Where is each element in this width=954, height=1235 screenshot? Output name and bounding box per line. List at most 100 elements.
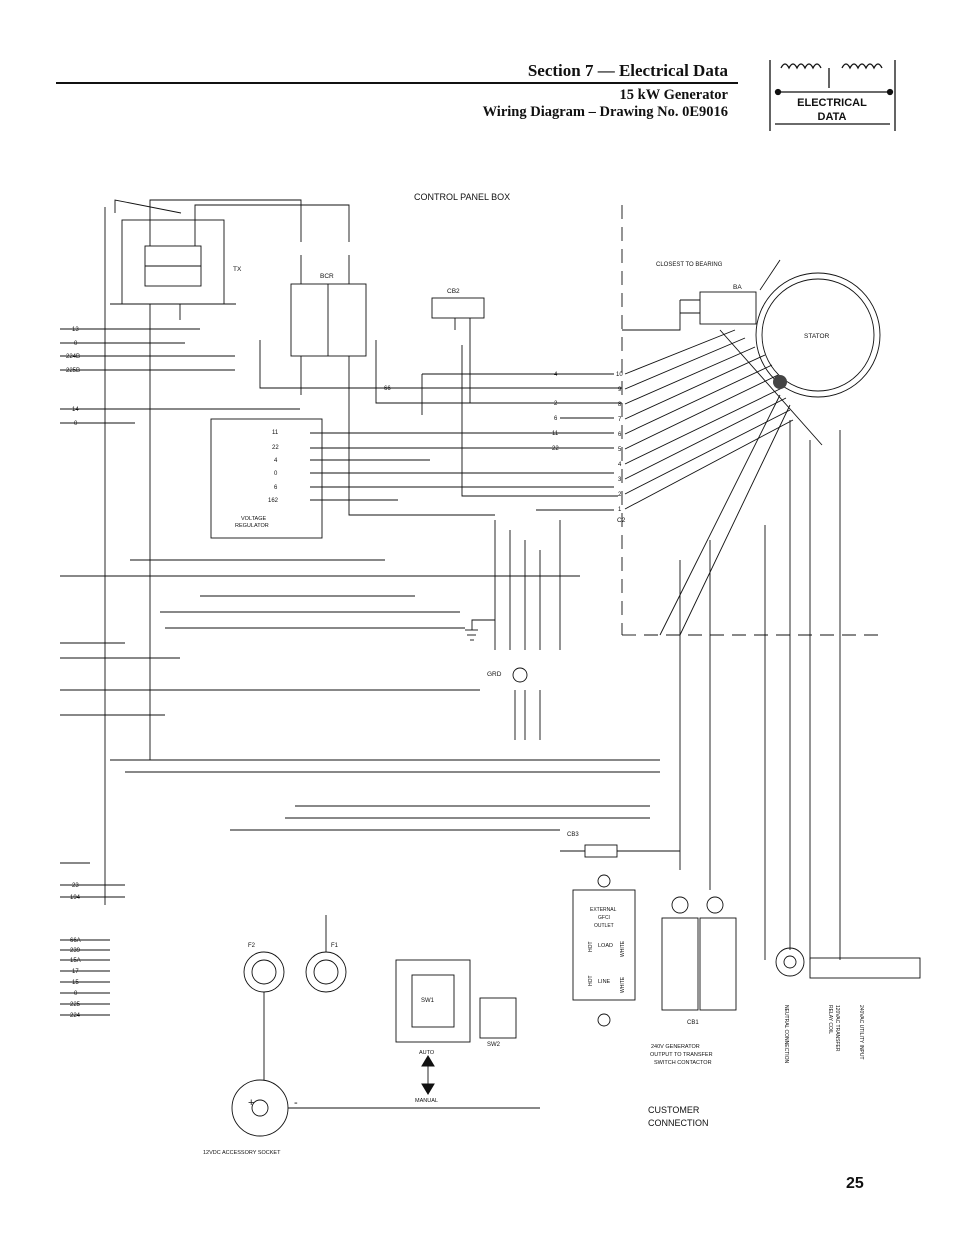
c2-pin-6: 6: [618, 432, 622, 438]
manual-label: MANUAL: [415, 1098, 438, 1104]
cb3-breaker: [584, 844, 618, 858]
customer-connection-1: CUSTOMER: [648, 1105, 700, 1115]
cb3-label: CB3: [567, 832, 579, 838]
left-wire-0c: 0: [74, 991, 78, 997]
gen-output-label-2: OUTPUT TO TRANSFER: [650, 1052, 713, 1058]
utility-input-label: 240VAC UTILITY INPUT: [858, 1005, 864, 1060]
cb1-breaker-right: [699, 917, 737, 1011]
header-rule: [56, 82, 738, 84]
left-wire-23: 23: [72, 883, 79, 889]
c2-wire-11: 11: [552, 431, 559, 437]
c2-pin-9: 9: [618, 387, 622, 393]
left-wire-66a: 66A: [70, 938, 81, 944]
stator-lead-bundle: [773, 375, 787, 389]
voltage-regulator: [210, 418, 323, 539]
c2-pin-3: 3: [618, 477, 622, 483]
left-wire-239: 239: [70, 948, 81, 954]
vr-label-1: VOLTAGE: [241, 516, 266, 522]
sw2-switch: [479, 997, 517, 1039]
cb2-breaker: [431, 297, 485, 319]
relay-coil-label-1: 120VAC TRANSFER: [834, 1005, 840, 1052]
subtitle-line-2: Wiring Diagram – Drawing No. 0E9016: [482, 104, 728, 120]
auto-label: AUTO: [419, 1050, 435, 1056]
accessory-socket-label: 12VDC ACCESSORY SOCKET: [203, 1150, 281, 1156]
gfci-hot-label-2: HOT: [588, 975, 594, 986]
left-wire-225: 225: [70, 1002, 81, 1008]
minus-sign: -: [294, 1097, 298, 1109]
c2-pin-1: 1: [618, 507, 622, 513]
bcr-relay: [290, 283, 367, 357]
c2-pin-5: 5: [618, 447, 622, 453]
sw1-switch: [395, 959, 471, 1043]
fuse-f1: [305, 951, 347, 993]
vr-pin-4: 0: [274, 471, 278, 477]
badge-line-1: ELECTRICAL: [797, 97, 867, 109]
ba-label: BA: [733, 284, 742, 291]
left-wire-15: 15: [72, 980, 79, 986]
c2-wire-66: 66: [384, 386, 391, 392]
left-wire-15a: 15A: [70, 958, 81, 964]
gfci-line-label: LINE: [598, 979, 611, 985]
vr-label-2: REGULATOR: [235, 523, 269, 529]
bcr-label: BCR: [320, 273, 334, 280]
electrical-data-badge: [769, 60, 896, 131]
c2-wire-4: 4: [554, 372, 558, 378]
transformer-tx: [121, 219, 225, 305]
grd-label: GRD: [487, 671, 502, 678]
section-title: Section 7 — Electrical Data: [527, 61, 728, 80]
left-wire-0b: 0: [74, 421, 78, 427]
gfci-hot-label-1: HOT: [588, 941, 594, 952]
c2-pin-7: 7: [618, 417, 622, 423]
c2-pin-4: 4: [618, 462, 622, 468]
ground-hub: [512, 667, 528, 683]
gfci-outlet: [572, 889, 636, 1001]
left-wire-17: 17: [72, 969, 79, 975]
vr-pin-1: 11: [272, 430, 279, 436]
c2-wire-22: 22: [552, 446, 559, 452]
f1-label: F1: [331, 943, 339, 949]
fuse-f2: [243, 951, 285, 993]
gfci-label-3: OUTLET: [594, 923, 614, 929]
vr-pin-3: 4: [274, 458, 278, 464]
c2-wire-6: 6: [554, 416, 558, 422]
vr-pin-6: 162: [268, 498, 279, 504]
badge-line-2: DATA: [818, 111, 847, 123]
vr-pin-5: 6: [274, 485, 278, 491]
left-wire-224b: 224B: [66, 354, 80, 360]
c2-pin-8: 8: [618, 402, 622, 408]
gfci-label-2: GFCI: [598, 915, 610, 921]
plus-sign: +: [248, 1097, 254, 1109]
cb1-breaker-left: [661, 917, 699, 1011]
left-wire-13: 13: [72, 327, 79, 333]
customer-terminal-block: [809, 957, 921, 979]
left-wire-14: 14: [72, 407, 79, 413]
gfci-white-label-2: WHITE: [620, 976, 626, 993]
sw2-label: SW2: [487, 1042, 501, 1048]
vr-pin-2: 22: [272, 445, 279, 451]
stator-label: STATOR: [804, 333, 830, 340]
control-panel-box-label: CONTROL PANEL BOX: [414, 192, 510, 202]
left-wire-225b: 225B: [66, 368, 80, 374]
auto-manual-arrow: [421, 1055, 435, 1095]
customer-connection-2: CONNECTION: [648, 1118, 709, 1128]
left-wire-224: 224: [70, 1013, 81, 1019]
c2-wire-2: 2: [554, 401, 558, 407]
closest-to-bearing-label: CLOSEST TO BEARING: [656, 262, 723, 268]
c2-pin-2: 2: [618, 492, 622, 498]
left-wire-0a: 0: [74, 341, 78, 347]
tx-label: TX: [233, 266, 242, 273]
wires: [60, 199, 921, 1137]
gen-output-label-1: 240V GENERATOR: [651, 1044, 700, 1050]
relay-coil-label-2: RELAY COIL: [827, 1005, 833, 1034]
subtitle-line-1: 15 kW Generator: [619, 87, 728, 103]
sw1-label: SW1: [421, 998, 435, 1004]
accessory-socket: [231, 1079, 289, 1137]
page-number: 25: [846, 1175, 864, 1192]
gen-output-label-3: SWITCH CONTACTOR: [654, 1060, 712, 1066]
gfci-load-label: LOAD: [598, 943, 613, 949]
neutral-connection: [775, 947, 805, 977]
diagram-subtitle: 15 kW Generator Wiring Diagram – Drawing…: [330, 87, 728, 121]
c2-pin-10: 10: [616, 372, 623, 378]
neutral-connection-label: NEUTRAL CONNECTION: [783, 1005, 789, 1064]
ba-brush-assembly: [699, 291, 757, 325]
